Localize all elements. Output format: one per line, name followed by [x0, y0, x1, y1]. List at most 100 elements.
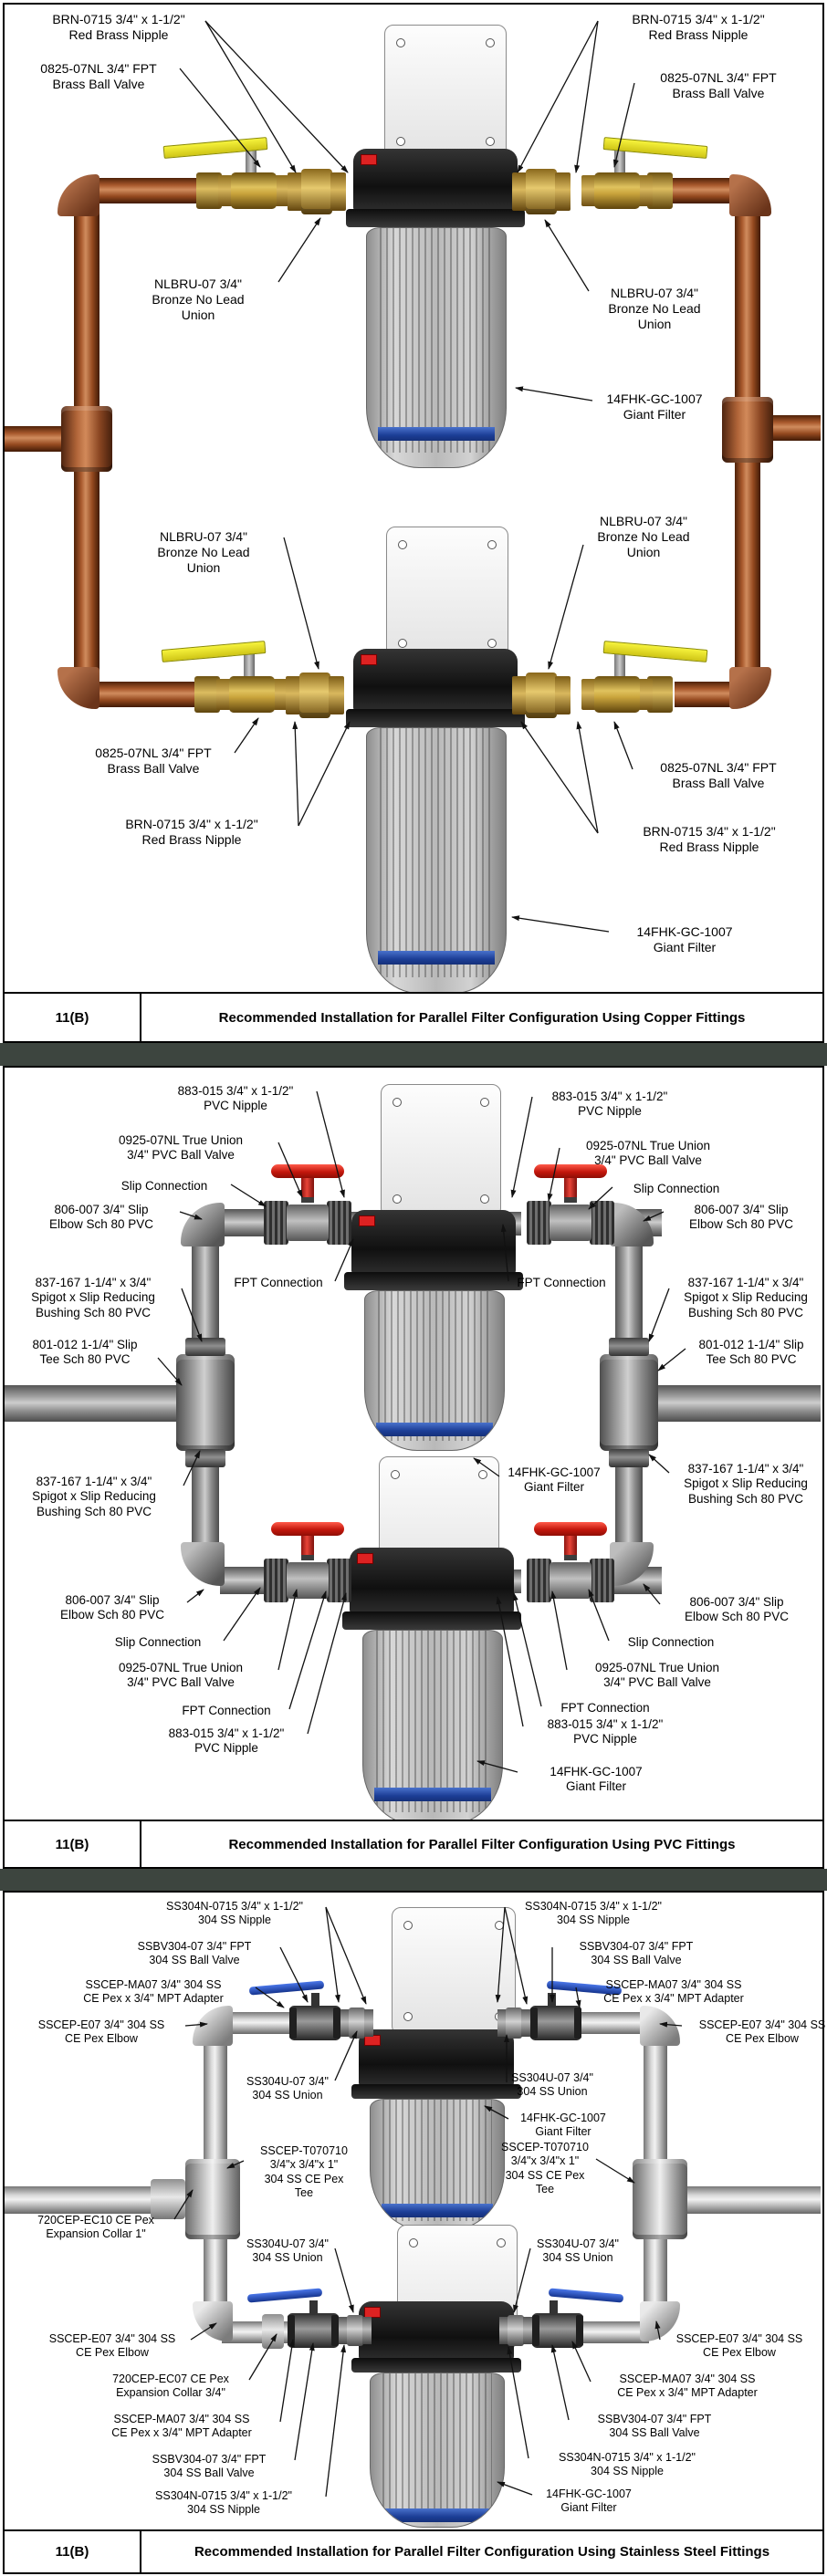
- bracket-hole: [403, 1921, 413, 1930]
- filter-cap: [359, 2301, 514, 2362]
- caption-title: Recommended Installation for Parallel Fi…: [194, 2544, 770, 2560]
- filter-blue-band: [378, 427, 495, 441]
- pressure-release-button: [357, 1553, 373, 1564]
- bracket-hole: [486, 137, 495, 146]
- pipe: [769, 415, 821, 441]
- bracket-hole: [480, 1194, 489, 1204]
- filter-blue-band: [378, 951, 495, 965]
- pipe: [615, 1462, 643, 1557]
- panel-separator: [0, 1869, 827, 1891]
- callout-label: SS304N-0715 3/4" x 1-1/2"304 SS Nipple: [155, 2489, 292, 2517]
- callout-label: SS304U-07 3/4"304 SS Union: [537, 2237, 619, 2265]
- pipe: [204, 2022, 227, 2166]
- callout-label: 837-167 1-1/4" x 3/4"Spigot x Slip Reduc…: [32, 1475, 156, 1518]
- callout-label: 883-015 3/4" x 1-1/2"PVC Nipple: [168, 1726, 285, 1756]
- filter-cap: [351, 1210, 516, 1276]
- callout-label: Slip Connection: [627, 1635, 715, 1649]
- pressure-release-button: [364, 2307, 381, 2318]
- filter-body: [366, 727, 507, 994]
- figure-code: 11(B): [5, 1821, 141, 1867]
- filter-body: [366, 227, 507, 468]
- panel-copper: BRN-0715 3/4" x 1-1/2"Red Brass Nipple 08…: [3, 3, 824, 1043]
- adapter-fitting: [194, 676, 220, 713]
- callout-label: Slip Connection: [633, 1182, 720, 1195]
- caption-bar: 11(B) Recommended Installation for Paral…: [5, 2529, 822, 2572]
- filter-blue-band: [381, 2508, 494, 2522]
- pipe: [615, 1228, 643, 1345]
- callout-label: 883-015 3/4" x 1-1/2"PVC Nipple: [177, 1084, 294, 1113]
- ball-valve: [527, 1522, 614, 1602]
- ball-valve: [162, 137, 289, 211]
- tee-fitting: [633, 2159, 687, 2239]
- union-fitting: [339, 2315, 372, 2346]
- bracket-hole: [487, 639, 497, 648]
- filter-bracket: [386, 527, 508, 662]
- callout-label: Slip Connection: [114, 1635, 202, 1649]
- pipe: [224, 2012, 293, 2034]
- panel-pvc: 883-015 3/4" x 1-1/2"PVC Nipple 0925-07NL…: [3, 1066, 824, 1869]
- filter-collar: [342, 1611, 521, 1630]
- callout-label: FPT Connection: [517, 1276, 606, 1289]
- union-fitting: [286, 673, 344, 718]
- union-fitting: [512, 169, 571, 214]
- pipe: [220, 1209, 267, 1236]
- pipe: [644, 2022, 667, 2166]
- pipe: [87, 682, 202, 707]
- filter-cap: [350, 1548, 514, 1615]
- callout-label: SS304U-07 3/4"304 SS Union: [511, 2071, 593, 2099]
- callout-label: FPT Connection: [560, 1701, 650, 1715]
- filter-cap: [353, 649, 518, 713]
- ball-valve: [581, 641, 708, 714]
- callout-label: BRN-0715 3/4" x 1-1/2"Red Brass Nipple: [125, 817, 258, 848]
- callout-label: BRN-0715 3/4" x 1-1/2"Red Brass Nipple: [632, 12, 765, 43]
- caption-title: Recommended Installation for Parallel Fi…: [228, 1836, 736, 1852]
- bracket-hole: [486, 38, 495, 47]
- bracket-hole: [487, 540, 497, 549]
- pressure-release-button: [359, 1215, 375, 1226]
- leader-lines: [179, 20, 635, 933]
- callout-label: SS304N-0715 3/4" x 1-1/2"304 SS Nipple: [166, 1900, 303, 1927]
- callout-label: 883-015 3/4" x 1-1/2"PVC Nipple: [551, 1090, 668, 1119]
- leader-lines: [173, 1906, 683, 2498]
- bracket-hole: [396, 38, 405, 47]
- bracket-hole: [409, 2238, 418, 2247]
- callout-label: Slip Connection: [120, 1179, 208, 1193]
- callout-label: BRN-0715 3/4" x 1-1/2"Red Brass Nipple: [643, 824, 776, 855]
- filter-collar: [346, 709, 525, 727]
- pipe: [5, 426, 68, 452]
- filter-collar: [351, 2358, 521, 2373]
- bracket-hole: [497, 2238, 506, 2247]
- ball-valve: [161, 641, 288, 714]
- filter-cap: [359, 2029, 514, 2088]
- filter-blue-band: [376, 1423, 493, 1436]
- filter-body: [370, 2373, 505, 2528]
- ball-valve: [530, 1980, 623, 2040]
- pipe: [5, 1385, 180, 1422]
- adapter-fitting: [151, 2179, 185, 2219]
- tee-fitting: [185, 2159, 240, 2239]
- leader-lines: [157, 1090, 686, 1773]
